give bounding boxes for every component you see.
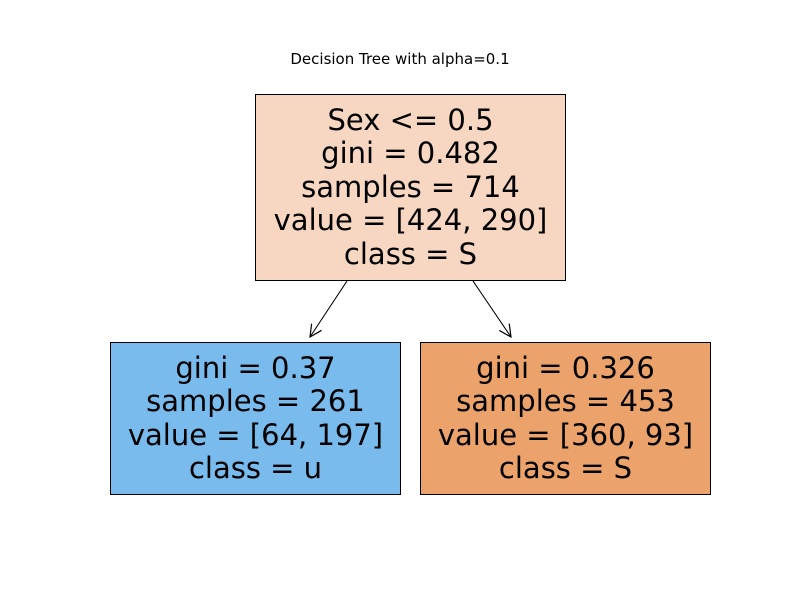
node-left-samples: samples = 261 <box>146 384 365 418</box>
node-right-value: value = [360, 93] <box>437 417 694 452</box>
tree-node-right-leaf: gini = 0.326 samples = 453 value = [360,… <box>420 342 711 495</box>
edge-root-to-left <box>310 280 348 337</box>
edge-root-to-right <box>472 280 511 337</box>
tree-node-root: Sex <= 0.5 gini = 0.482 samples = 714 va… <box>255 94 566 281</box>
figure-title: Decision Tree with alpha=0.1 <box>290 50 510 68</box>
node-root-class: class = S <box>343 236 478 271</box>
node-root-value: value = [424, 290] <box>273 203 548 238</box>
node-right-class: class = S <box>498 451 633 485</box>
node-root-split-rule: Sex <= 0.5 <box>327 102 494 137</box>
node-right-samples: samples = 453 <box>456 384 675 418</box>
node-right-gini: gini = 0.326 <box>476 350 655 385</box>
tree-node-left-leaf: gini = 0.37 samples = 261 value = [64, 1… <box>110 342 401 495</box>
node-left-gini: gini = 0.37 <box>175 350 336 385</box>
node-root-gini: gini = 0.482 <box>321 136 500 171</box>
node-left-class: class = u <box>188 451 323 485</box>
node-root-samples: samples = 714 <box>301 169 520 204</box>
node-left-value: value = [64, 197] <box>127 417 384 452</box>
